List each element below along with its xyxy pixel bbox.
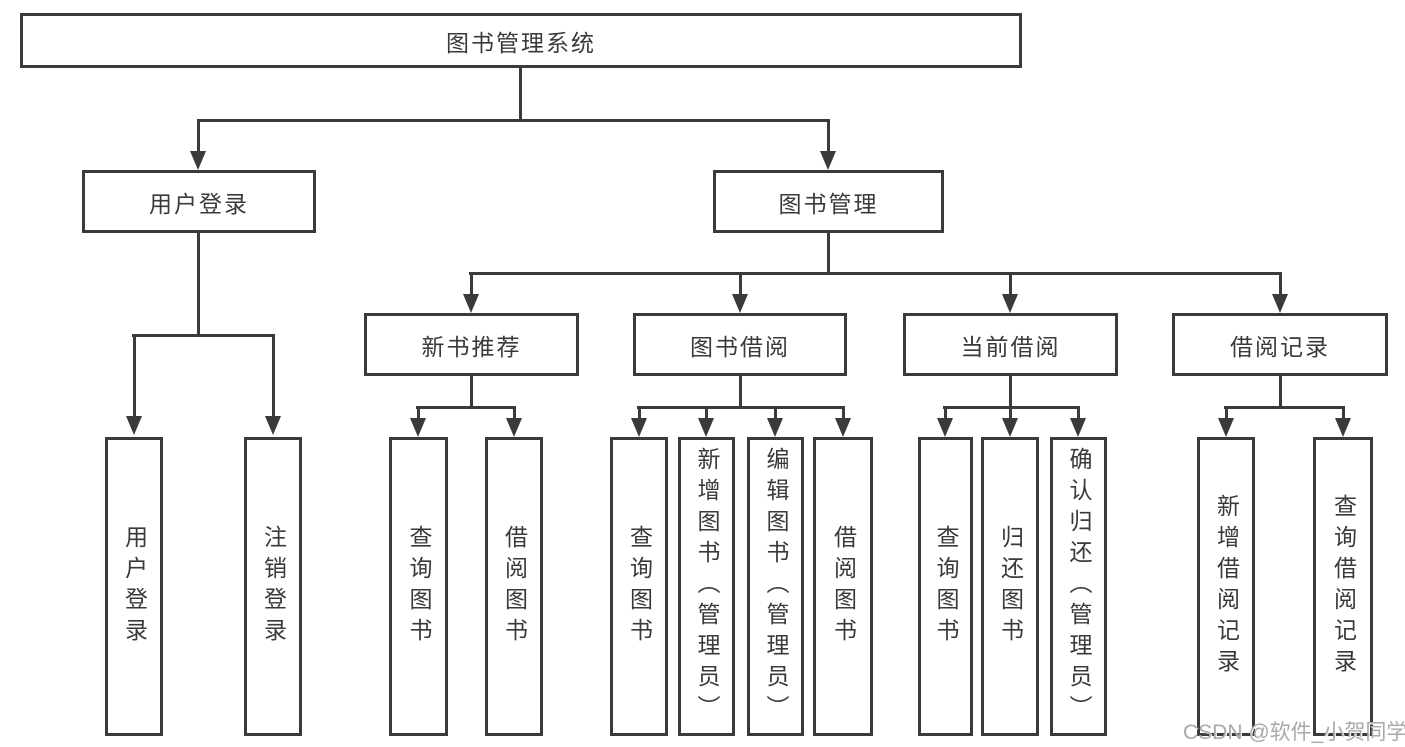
arrowhead-icon [1002,418,1018,437]
connector-line [739,273,742,296]
arrowhead-icon [410,418,426,437]
node-nb-borrow-books: 借阅图书 [485,437,543,736]
connector-line [417,407,420,420]
node-bb-query-books: 查询图书 [610,437,668,736]
arrowhead-icon [767,418,783,437]
connector-line [1279,375,1282,408]
connector-line [469,272,1282,275]
node-book-borrow: 图书借阅 [633,313,847,376]
node-nb-query-books: 查询图书 [389,437,448,736]
node-login-logout: 注销登录 [244,437,302,736]
arrowhead-icon [1002,294,1018,313]
arrowhead-icon [732,294,748,313]
connector-line [739,375,742,408]
connector-line [1225,407,1228,420]
node-bb-add-books-admin: 新增图书（管理员） [678,437,735,736]
connector-line [842,407,845,420]
connector-line [132,334,275,337]
node-current-borrow: 当前借阅 [903,313,1118,376]
arrowhead-icon [937,418,953,437]
arrowhead-icon [631,418,647,437]
connector-line [197,232,200,336]
connector-line [1077,407,1080,420]
connector-line [1009,407,1012,420]
connector-line [774,407,777,420]
node-bb-borrow-books: 借阅图书 [813,437,873,736]
connector-line [133,335,136,419]
arrowhead-icon [463,294,479,313]
connector-line [1342,407,1345,420]
connector-line [272,335,275,419]
arrowhead-icon [1218,418,1234,437]
node-bb-edit-books-admin: 编辑图书（管理员） [747,437,804,736]
watermark: CSDN @软件_小贺同学 [1183,721,1405,744]
connector-line [1224,406,1345,409]
arrowhead-icon [506,418,522,437]
node-cb-query-books: 查询图书 [918,437,973,736]
node-login-user: 用户登录 [105,437,163,736]
connector-line [470,273,473,296]
arrowhead-icon [265,416,281,435]
connector-line [470,375,473,408]
arrowhead-icon [820,151,836,170]
connector-line [1009,375,1012,408]
node-br-add-record: 新增借阅记录 [1197,437,1255,736]
arrowhead-icon [1335,418,1351,437]
connector-line [1279,273,1282,296]
connector-line [827,120,830,153]
connector-line [513,407,516,420]
connector-line [827,232,830,274]
arrowhead-icon [190,151,206,170]
arrowhead-icon [835,418,851,437]
arrowhead-icon [1272,294,1288,313]
arrowhead-icon [1070,418,1086,437]
node-book-management: 图书管理 [713,170,944,233]
connector-line [638,407,641,420]
node-new-book-recommend: 新书推荐 [364,313,579,376]
node-user-login: 用户登录 [82,170,316,233]
node-cb-confirm-return-admin: 确认归还（管理员） [1050,437,1107,736]
connector-line [197,120,200,153]
connector-line [637,406,845,409]
node-borrow-records: 借阅记录 [1172,313,1388,376]
node-cb-return-books: 归还图书 [981,437,1039,736]
connector-line [705,407,708,420]
arrowhead-icon [698,418,714,437]
connector-line [1009,273,1012,296]
node-root: 图书管理系统 [20,13,1022,68]
connector-line [944,407,947,420]
connector-line [416,406,516,409]
connector-line [197,119,830,122]
connector-line [519,67,522,121]
node-br-query-record: 查询借阅记录 [1313,437,1373,736]
arrowhead-icon [126,416,142,435]
